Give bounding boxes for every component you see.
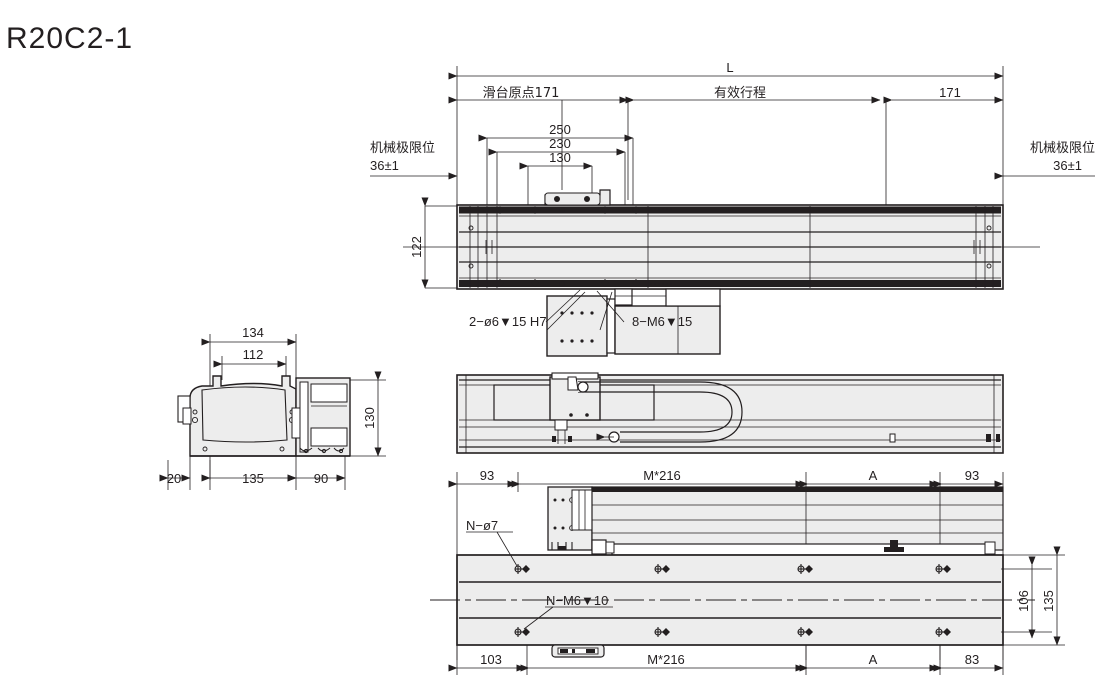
callout-8-m6-15: 8−M6▼15 [632,314,692,329]
dim-bottom-A: A [869,652,878,667]
top-view-group [370,66,1095,357]
dim-106: 106 [1016,590,1031,612]
end-view-group [159,334,386,490]
dim-230: 230 [549,136,571,151]
dim-20: 20 [167,471,181,486]
dim-overall-L: L [726,60,733,75]
limit-right-line1: 机械极限位 [1030,141,1095,156]
dim-135-bottom: 135 [1041,590,1056,612]
bottom-view-group [430,472,1065,675]
middle-view-group [456,372,1004,454]
dim-top-93-left: 93 [480,468,494,483]
dim-top-93-right: 93 [965,468,979,483]
dim-bottom-m216: M*216 [647,652,685,667]
dim-130: 130 [549,150,571,165]
dim-130-height: 130 [362,407,377,429]
callout-2-d6-15-h7: 2−ø6▼15 H7 [469,314,547,329]
limit-right-line2: 36±1 [1053,158,1082,173]
dim-135: 135 [242,471,264,486]
dim-right-171: 171 [939,85,961,100]
limit-left-line2: 36±1 [370,158,399,173]
limit-left-line1: 机械极限位 [370,141,435,156]
dim-250: 250 [549,122,571,137]
dim-bottom-103: 103 [480,652,502,667]
callout-n-d7: N−ø7 [466,518,498,533]
page-title: R20C2-1 [6,22,134,55]
dim-122: 122 [409,236,424,258]
dim-112: 112 [243,347,264,362]
dim-90: 90 [314,471,328,486]
dim-slider-origin: 滑台原点171 [483,86,560,101]
dim-top-m216: M*216 [643,468,681,483]
dim-effective-stroke: 有效行程 [714,86,766,101]
dim-bottom-83: 83 [965,652,979,667]
dim-top-A: A [869,468,878,483]
dim-134: 134 [242,325,264,340]
callout-n-m6-10: N−M6▼10 [546,593,608,608]
